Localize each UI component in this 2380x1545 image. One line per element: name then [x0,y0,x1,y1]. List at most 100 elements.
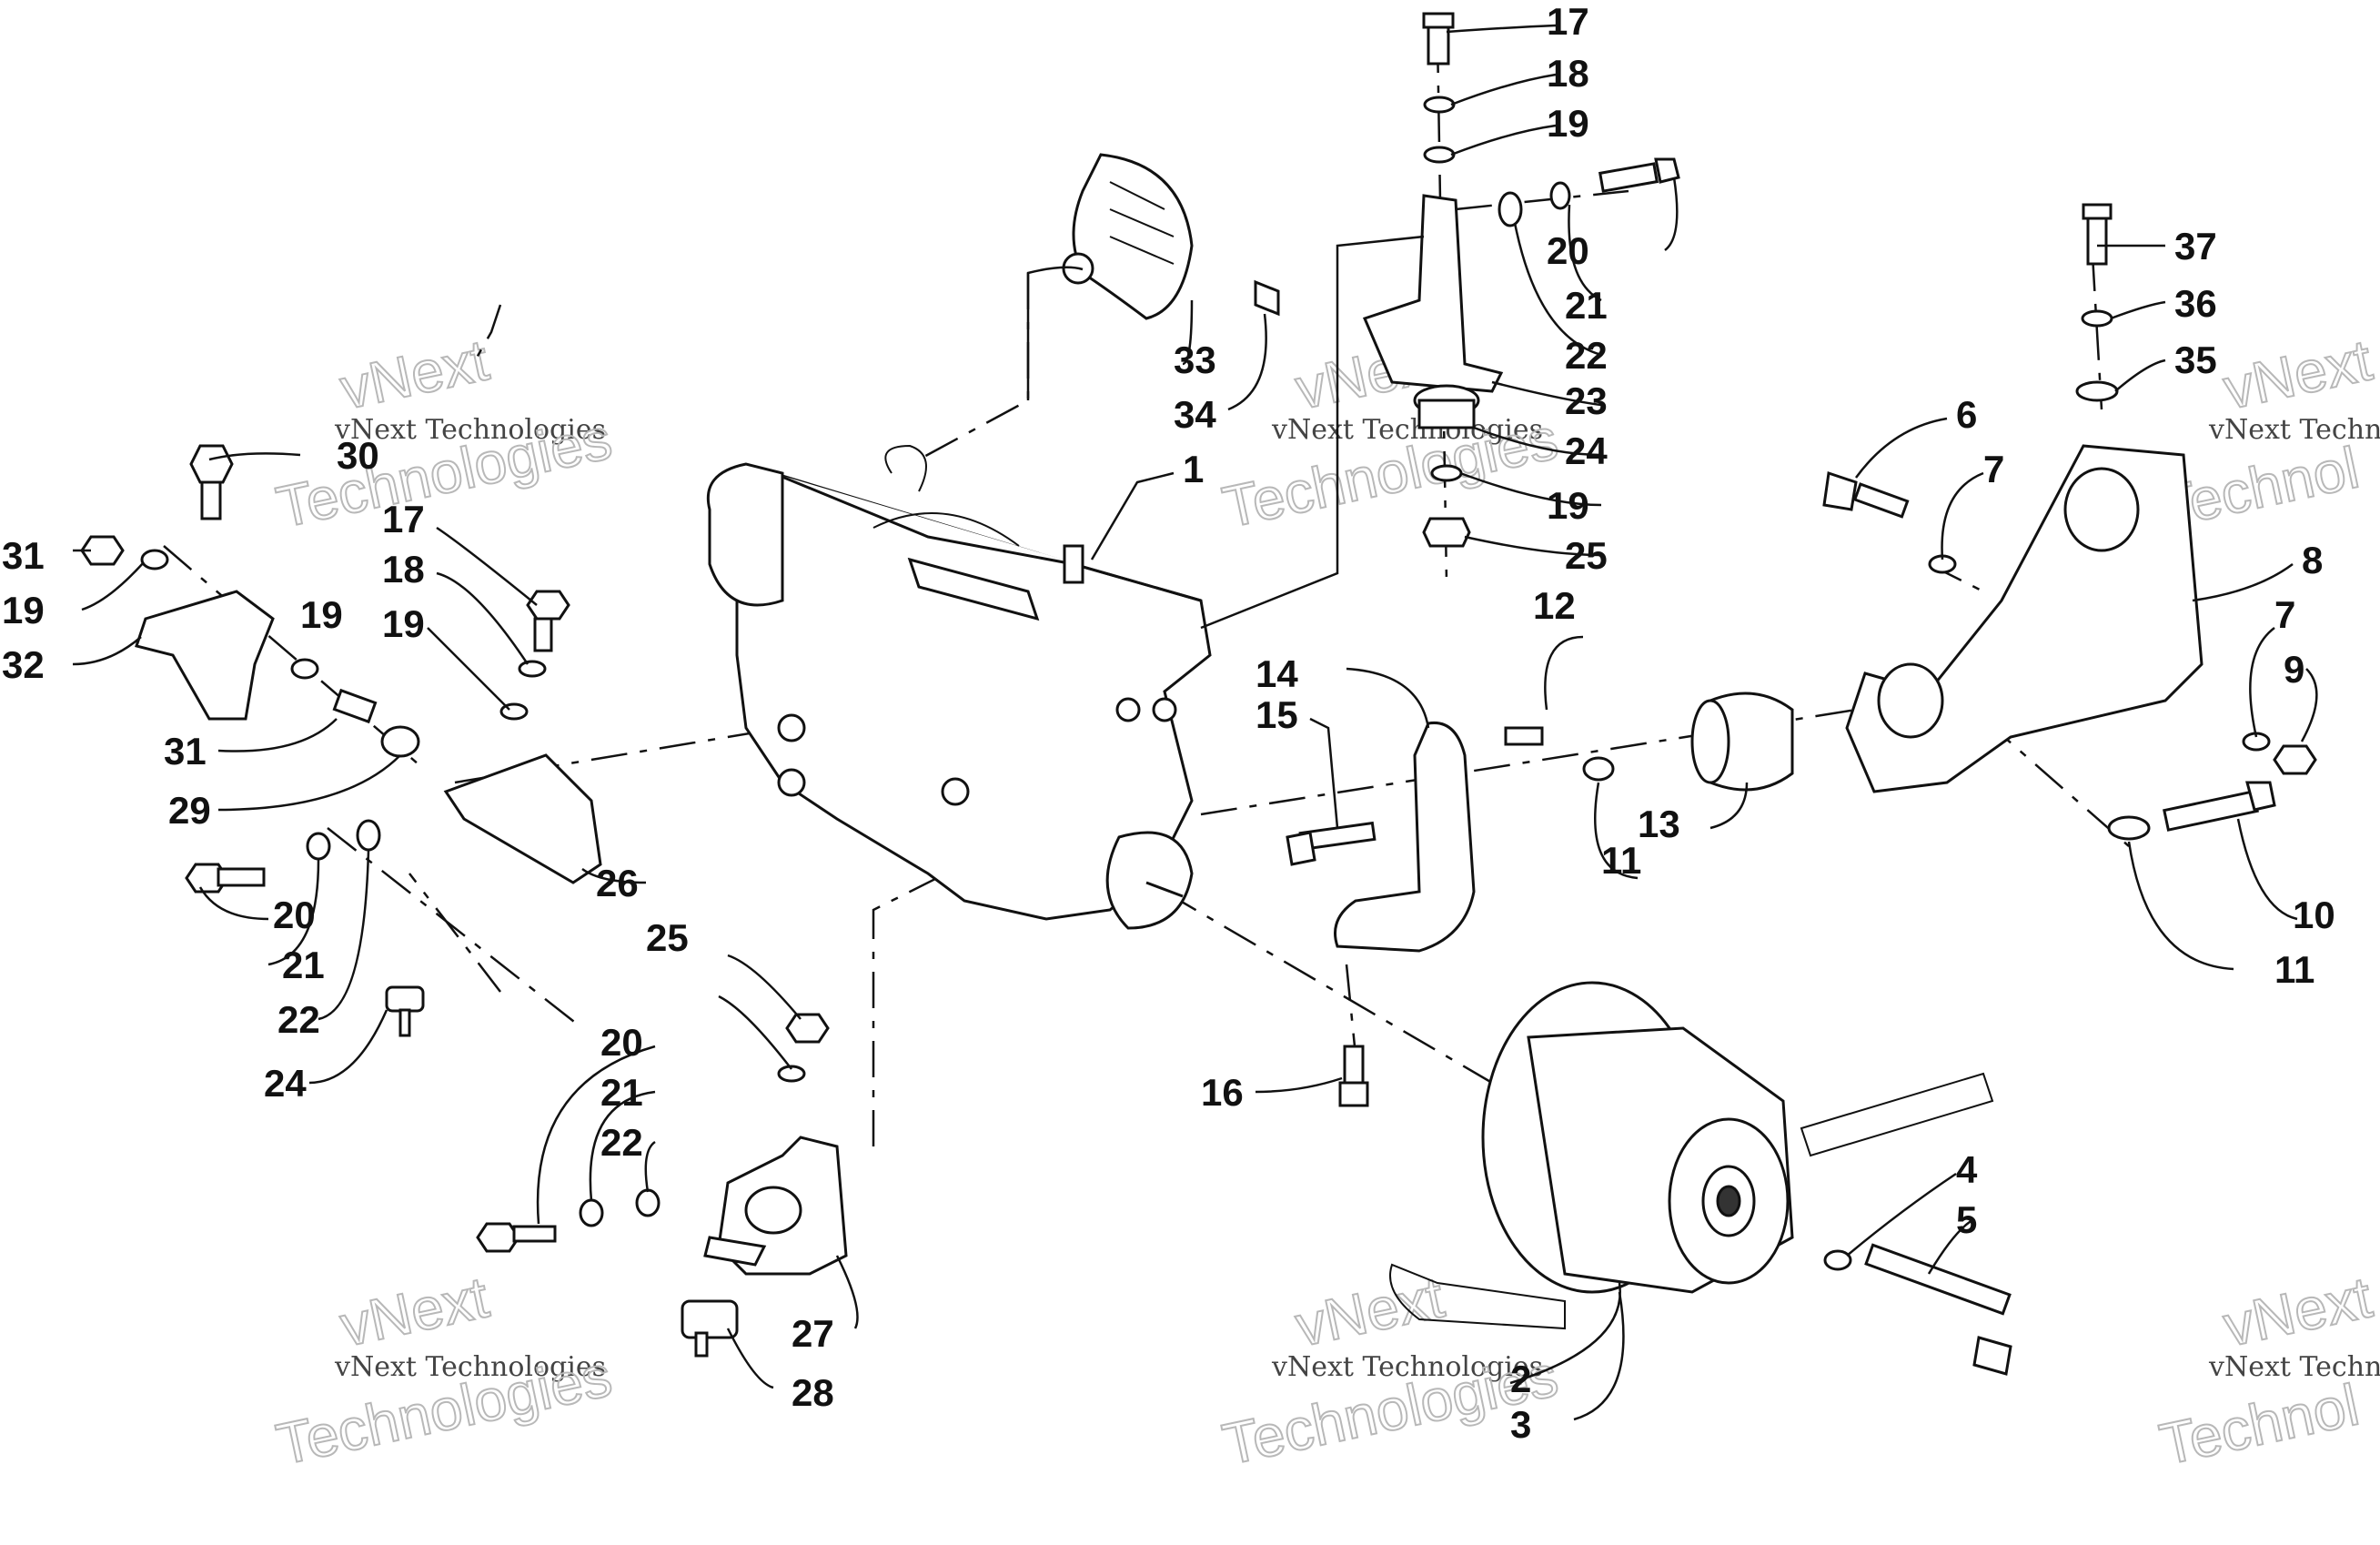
leader-line [2192,562,2294,602]
callout-label-17: 17 [382,498,425,540]
lock-washer [306,832,331,861]
callout-label-22: 22 [277,998,320,1041]
bolt-head [1822,471,1858,511]
bolt [512,1225,557,1243]
bolt [533,617,553,652]
center-line [1164,890,1493,1085]
nut [785,1013,830,1044]
callout-label-19: 19 [2,589,45,631]
leader-line [1464,535,1602,557]
nut [2273,744,2317,775]
leader-line [536,1045,656,1225]
leader-line [1544,635,1584,711]
callout-label-19: 19 [1547,102,1589,145]
leader-line [1090,471,1175,560]
leader-line [718,995,792,1070]
clutch-bolt [1864,1243,2012,1316]
leader-line [2114,358,2166,392]
leader-line [726,1328,774,1389]
bolt [1598,162,1659,193]
watermark-vnext-technologies: vNext Technologies [334,1351,606,1383]
callout-label-29: 29 [168,789,211,832]
leader-line [1450,73,1557,106]
engine-hose-loop [884,444,927,492]
engine-crankshaft [1145,881,1184,898]
lock-washer [2081,309,2113,328]
watermark-vnext-technologies: vNext Techn [2208,414,2380,446]
recoil-ribs [1109,181,1175,265]
leader-line [2110,300,2166,320]
bolt [2086,212,2108,266]
callout-label-30: 30 [337,434,379,477]
leader-line [1927,1217,1975,1275]
leader-line [1568,204,1602,302]
rubber-mount-stud [694,1331,709,1358]
callout-label-35: 35 [2174,338,2217,381]
leader-line [81,561,145,611]
rubber-mount [380,725,420,758]
recoil-starter [1062,153,1280,320]
callout-label-6: 6 [1956,393,1977,436]
callout-label-7: 7 [1983,448,2004,490]
washer [1582,756,1615,782]
leader-line [1941,471,1984,560]
leader-line [835,1255,859,1329]
upper-mount-stack [1362,12,1680,548]
drive-belt-lower [1389,1263,1566,1330]
callout-label-25: 25 [1565,534,1608,577]
clutch-bore [1716,1185,1741,1217]
callout-label-24: 24 [1565,429,1608,472]
leader-line [1255,1076,1343,1094]
engine-bracket [1362,194,1504,393]
leader-line [198,886,269,921]
center-line [1200,708,1857,816]
engine-mount-boss [777,768,806,797]
leader-line [436,526,538,606]
callout-label-18: 18 [1547,52,1589,95]
washer [2075,380,2119,402]
leader-line [217,718,338,752]
center-line [408,873,501,993]
rubber-mount [681,1299,739,1339]
bolt-head [1422,12,1455,29]
leader-line [1182,299,1194,366]
washer [356,819,381,852]
washer [2107,815,2151,841]
leader-line [1513,222,1602,357]
callout-label-19: 19 [382,602,425,645]
leader-line [1026,266,1084,400]
callout-label-17: 17 [1547,0,1589,43]
leader-line [1227,313,1267,411]
callout-label-25: 25 [646,916,689,959]
bolt [1852,482,1910,519]
callout-label-37: 37 [2174,225,2217,268]
callout-label-23: 23 [1565,379,1608,422]
leader-lines [72,24,2318,1421]
leader-line [644,1140,656,1193]
callout-label-19: 19 [1547,484,1589,527]
leader-line [1346,667,1430,729]
watermark-vnext-technologies: vNext Technologies [1271,414,1543,446]
bolt-head [1286,831,1316,866]
leader-line [1854,417,1948,479]
bolt [217,867,266,887]
leader-line [267,859,320,966]
bolt-head [2082,203,2113,220]
leader-line [1491,380,1602,407]
bushing [1709,692,1794,792]
leader-line [318,850,370,1021]
rubber-mount [385,985,425,1013]
bolt-head [189,444,234,484]
center-line [918,273,1030,461]
lock-washer [1549,181,1571,210]
watermark-vnext: vNext [335,1264,494,1358]
bolt-head [2245,781,2276,812]
rear-mount-bracket [135,590,275,721]
callout-label-22: 22 [600,1121,643,1164]
right-bracket-assembly [1690,203,2317,841]
leader-line [1846,1172,1957,1257]
watermark-vnext-technologies: vNext Techn [2208,1351,2380,1383]
callout-label-8: 8 [2302,539,2323,581]
callout-label-31: 31 [2,534,45,577]
washer [140,549,169,571]
